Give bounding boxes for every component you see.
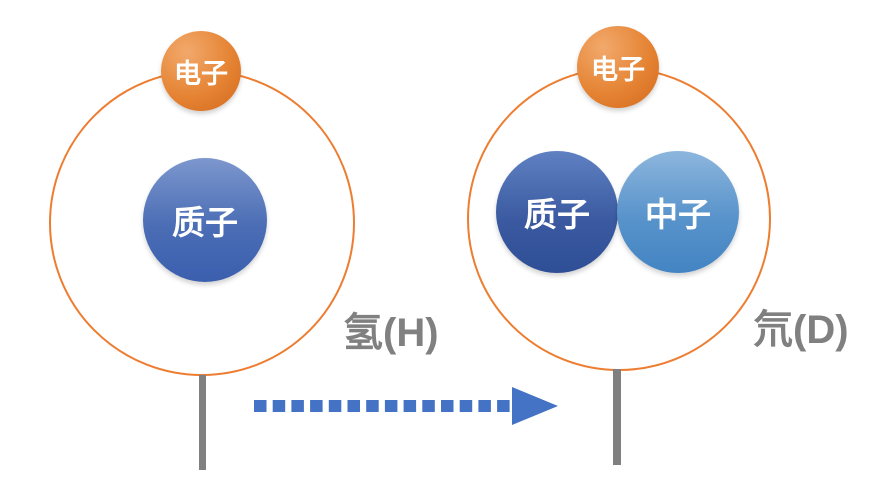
deuterium-neutron-label: 中子 <box>645 196 711 233</box>
transformation-dashed-arrow-icon <box>254 387 558 425</box>
hydrogen-name-label: 氢(H) <box>343 311 439 355</box>
hydrogen-stand-line <box>199 375 206 470</box>
deuterium-proton-circle: 质子 <box>496 151 618 273</box>
deuterium-electron-label: 电子 <box>591 54 645 85</box>
arrow-head <box>512 387 558 425</box>
hydrogen-electron-label: 电子 <box>174 58 228 89</box>
deuterium-neutron-circle: 中子 <box>617 151 739 273</box>
hydrogen-proton-label: 质子 <box>172 204 238 241</box>
hydrogen-proton-circle: 质子 <box>143 158 267 282</box>
deuterium-name-label: 氘(D) <box>753 308 849 352</box>
deuterium-electron-circle: 电子 <box>577 26 659 108</box>
deuterium-stand-line <box>613 369 621 465</box>
hydrogen-electron-circle: 电子 <box>161 31 241 111</box>
deuterium-proton-label: 质子 <box>524 196 590 233</box>
